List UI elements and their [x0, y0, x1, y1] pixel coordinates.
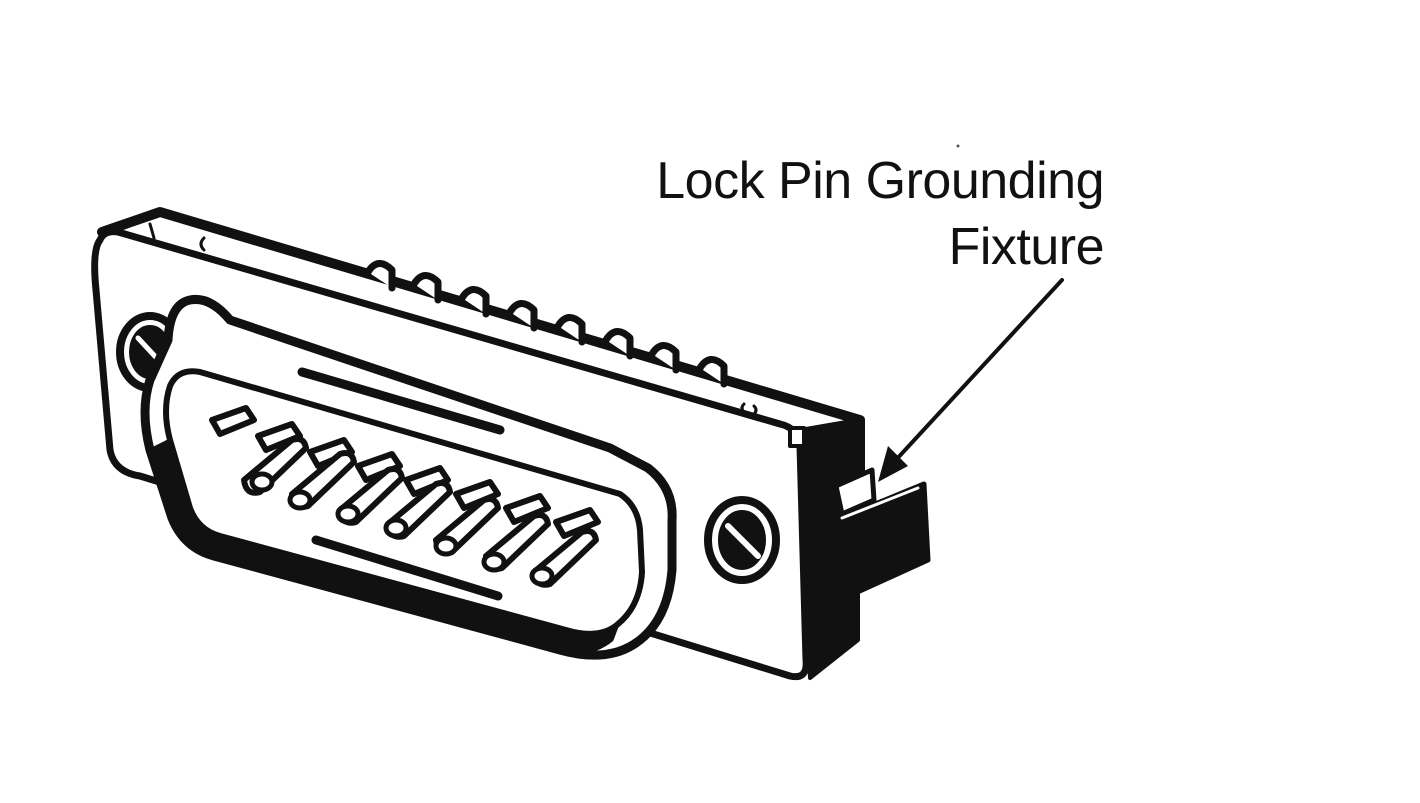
callout-line-1: Lock Pin Grounding — [656, 152, 1104, 210]
d-shell-shadow — [148, 438, 620, 654]
callout-arrow — [878, 278, 1064, 482]
callout-line-2: Fixture — [948, 218, 1105, 276]
speck — [956, 144, 960, 148]
top-slot — [297, 367, 505, 435]
callout-label: Lock Pin Grounding Fixture — [656, 148, 1104, 280]
bottom-slot — [311, 535, 503, 601]
rear-solder-cups — [364, 260, 728, 388]
pin-tips — [249, 471, 555, 587]
pin-row-top — [209, 405, 601, 539]
mounting-hole-right — [704, 496, 780, 584]
lock-pin-grounding-fixture — [788, 418, 931, 603]
flange-markings — [148, 222, 758, 416]
